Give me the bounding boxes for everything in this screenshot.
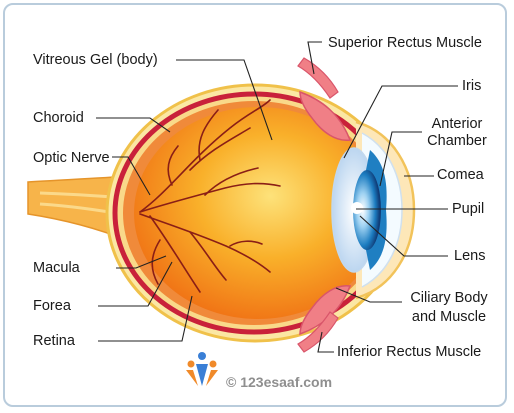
watermark-text: © 123esaaf.com <box>226 374 333 390</box>
label-inferior-rectus: Inferior Rectus Muscle <box>337 344 482 360</box>
label-retina: Retina <box>33 333 75 349</box>
label-forea: Forea <box>33 298 71 314</box>
blood-vessels <box>139 99 281 293</box>
label-vitreous-gel: Vitreous Gel (body) <box>33 52 158 68</box>
iris-shape <box>353 170 381 250</box>
label-choroid: Choroid <box>33 110 84 126</box>
superior-rectus-muscle <box>297 57 339 99</box>
label-comea: Comea <box>437 167 484 183</box>
label-ciliary-line1: Ciliary Body <box>410 290 488 306</box>
label-ciliary-line2: and Muscle <box>411 309 487 325</box>
label-superior-rectus: Superior Rectus Muscle <box>328 35 482 51</box>
ciliary-body-top <box>299 90 352 141</box>
vitreous-body <box>134 107 382 319</box>
label-optic-nerve: Optic Nerve <box>33 150 110 166</box>
label-iris: Iris <box>462 78 482 94</box>
inferior-rectus-muscle <box>297 311 339 353</box>
watermark-logo-icon <box>186 352 218 386</box>
pupil-highlight <box>351 202 363 214</box>
callout-lines <box>96 41 458 353</box>
label-anterior-chamber-line2: Chamber <box>427 133 487 149</box>
label-pupil: Pupil <box>452 201 485 217</box>
label-lens: Lens <box>454 248 486 264</box>
label-anterior-chamber-line1: Anterior <box>431 116 483 132</box>
label-macula: Macula <box>33 260 80 276</box>
